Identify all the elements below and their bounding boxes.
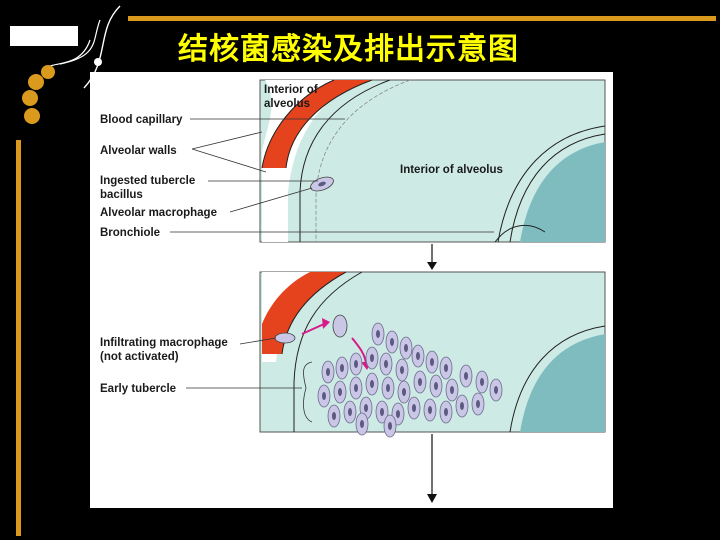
label-interior-alveolus-top-line2: alveolus — [264, 98, 310, 110]
top-decorative-rule — [128, 16, 716, 21]
label-alveolar-macrophage: Alveolar macrophage — [100, 207, 217, 219]
slide-title: 结核菌感染及排出示意图 — [178, 32, 519, 67]
blood-capillary — [262, 80, 372, 168]
label-ingested-bacillus-line2: bacillus — [100, 189, 143, 201]
label-alveolar-walls: Alveolar walls — [100, 145, 177, 157]
label-early-tubercle: Early tubercle — [100, 383, 176, 395]
bottom-figure: Infiltrating macrophage (not activated) … — [100, 271, 606, 438]
label-blood-capillary: Blood capillary — [100, 114, 183, 126]
infiltrating-macrophage-cell — [332, 314, 348, 338]
label-interior-alveolus-center: Interior of alveolus — [400, 164, 503, 176]
left-decorative-rule — [16, 140, 21, 536]
label-infiltrating-line2: (not activated) — [100, 351, 179, 363]
label-ingested-bacillus-line1: Ingested tubercle — [100, 175, 195, 187]
decorative-circles-logo — [10, 5, 121, 124]
bronchiole — [520, 142, 605, 242]
label-interior-alveolus-top-line1: Interior of — [264, 84, 318, 96]
white-bar-shape — [10, 26, 78, 46]
bronchiole-bottom — [520, 334, 605, 432]
tubercle-diagram: Interior of alveolus Blood capillary Alv… — [100, 79, 606, 503]
diagram-panel: Interior of alveolus Blood capillary Alv… — [90, 72, 613, 508]
label-bronchiole: Bronchiole — [100, 227, 160, 239]
label-infiltrating-line1: Infiltrating macrophage — [100, 337, 228, 349]
top-figure: Interior of alveolus Blood capillary Alv… — [100, 79, 606, 243]
